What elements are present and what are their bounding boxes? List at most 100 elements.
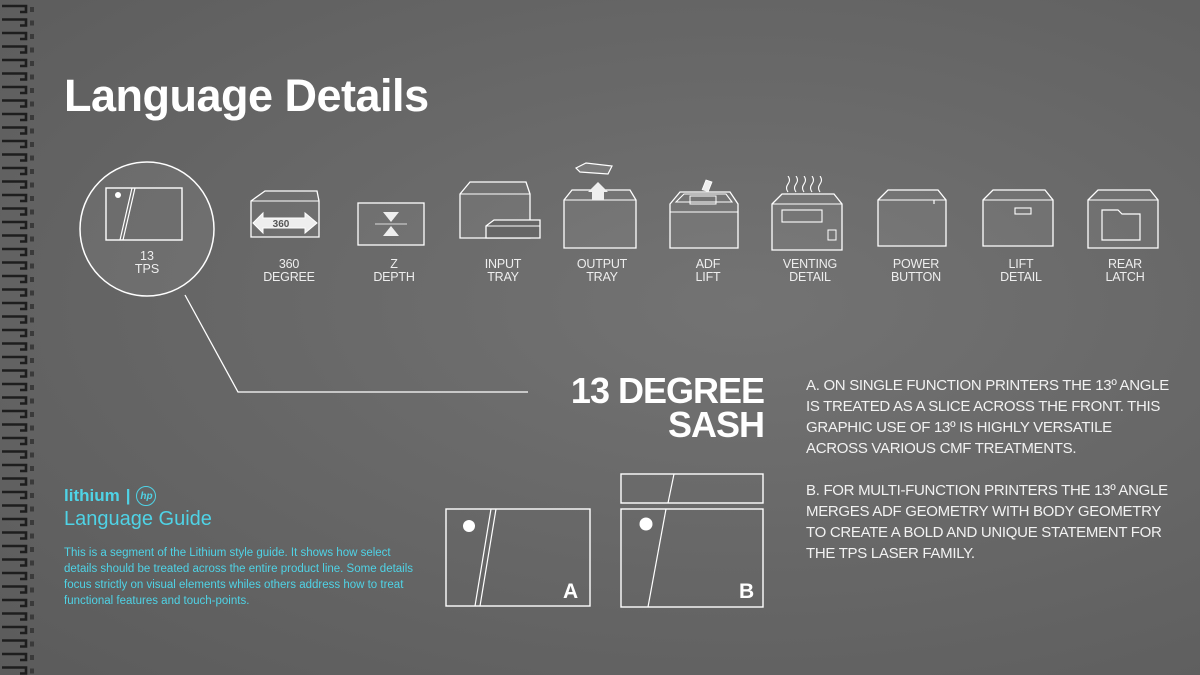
icon-label-360-degree: 360 DEGREE xyxy=(229,258,349,284)
icon-label-input-tray: INPUT TRAY xyxy=(443,258,563,284)
binding-ring xyxy=(2,220,28,230)
label-line: BUTTON xyxy=(891,270,941,284)
binding-ring xyxy=(2,571,28,581)
lift-detail-icon xyxy=(982,189,1054,247)
binding-hole xyxy=(30,655,34,660)
sash-description: A. ON SINGLE FUNCTION PRINTERS THE 13º A… xyxy=(806,375,1176,585)
binding-ring xyxy=(2,558,28,567)
binding-hole xyxy=(30,601,34,606)
tps-label: 13 TPS xyxy=(87,250,207,276)
binding-ring xyxy=(2,423,28,432)
binding-ring xyxy=(2,301,28,311)
tps-label-line1: 13 xyxy=(140,249,154,263)
binding-hole xyxy=(30,331,34,336)
description-a: A. ON SINGLE FUNCTION PRINTERS THE 13º A… xyxy=(806,377,1169,457)
binding-ring xyxy=(2,369,28,378)
label-line: 360 xyxy=(278,257,300,271)
label-line: LATCH xyxy=(1105,270,1145,284)
binding-hole xyxy=(30,142,34,147)
power-button-icon xyxy=(877,189,947,247)
binding-ring xyxy=(2,355,28,365)
binding-hole xyxy=(30,628,34,633)
icon-label-venting-detail: VENTING DETAIL xyxy=(750,258,870,284)
diagram-b-label: B xyxy=(739,580,755,603)
binding-ring xyxy=(2,31,28,41)
binding-hole xyxy=(30,452,34,458)
label-line: LIFT xyxy=(695,270,721,284)
output-tray-icon xyxy=(563,162,637,249)
binding-ring xyxy=(2,612,28,621)
binding-hole xyxy=(30,101,34,107)
icon-label-z-depth: Z DEPTH xyxy=(334,258,454,284)
binding-hole xyxy=(30,263,34,269)
binding-hole xyxy=(30,317,34,323)
label-line: VENTING xyxy=(782,257,838,271)
binding-ring xyxy=(2,531,28,540)
binding-ring xyxy=(2,207,28,216)
description-b: B. FOR MULTI-FUNCTION PRINTERS THE 13º A… xyxy=(806,482,1168,562)
binding-ring xyxy=(2,328,28,338)
binding-ring xyxy=(2,409,28,419)
binding-hole xyxy=(30,277,34,282)
binding-ring xyxy=(2,261,28,270)
binding-hole xyxy=(30,344,34,350)
binding-hole xyxy=(30,479,34,485)
input-tray-icon xyxy=(459,181,541,239)
label-line: POWER xyxy=(892,257,940,271)
binding-hole xyxy=(30,209,34,215)
binding-ring xyxy=(2,504,28,513)
brand-description: This is a segment of the Lithium style g… xyxy=(64,547,414,607)
binding-ring xyxy=(2,126,28,135)
z-depth-icon xyxy=(357,202,425,246)
binding-hole xyxy=(30,250,34,255)
binding-hole xyxy=(30,466,34,471)
binding-hole xyxy=(30,641,34,647)
binding-hole xyxy=(30,398,34,404)
binding-hole xyxy=(30,412,34,417)
binding-hole xyxy=(30,587,34,593)
binding-ring xyxy=(2,58,28,68)
binding-ring xyxy=(2,4,28,14)
tps-circle-icon xyxy=(79,161,215,297)
brand-block: lithium | hp Language Guide xyxy=(64,486,212,531)
brand-name: lithium xyxy=(64,486,120,505)
binding-ring xyxy=(2,450,28,459)
diagram-a-label: A xyxy=(563,580,579,603)
binding-ring xyxy=(2,652,28,662)
binding-hole xyxy=(30,115,34,120)
binding-ring xyxy=(2,45,28,54)
binding-ring xyxy=(2,153,28,162)
binding-hole xyxy=(30,74,34,80)
binding-ring xyxy=(2,342,28,351)
binding-ring xyxy=(2,436,28,446)
binding-ring xyxy=(2,180,28,189)
binding-hole xyxy=(30,182,34,188)
brand-line: lithium | hp xyxy=(64,486,212,506)
binding-ring xyxy=(2,234,28,243)
360-badge-text: 360 xyxy=(273,219,290,230)
binding-hole xyxy=(30,533,34,539)
binding-hole xyxy=(30,520,34,525)
binding-ring xyxy=(2,382,28,392)
binding-ring xyxy=(2,288,28,297)
binding-ring xyxy=(2,463,28,473)
binding-ring xyxy=(2,247,28,257)
binding-hole xyxy=(30,371,34,377)
binding-hole xyxy=(30,560,34,566)
diagram-a xyxy=(445,508,591,607)
binding-hole xyxy=(30,47,34,53)
spiral-binding xyxy=(2,4,34,675)
binding-ring xyxy=(2,85,28,95)
icon-label-lift-detail: LIFT DETAIL xyxy=(961,258,1081,284)
diagram-b xyxy=(620,473,764,608)
brand-subtitle: Language Guide xyxy=(64,508,212,530)
venting-detail-icon xyxy=(771,176,843,251)
binding-hole xyxy=(30,425,34,431)
binding-ring xyxy=(2,139,28,149)
binding-ring xyxy=(2,112,28,122)
binding-ring xyxy=(2,639,28,648)
binding-hole xyxy=(30,223,34,228)
sash-heading-line1: 13 DEGREE xyxy=(570,370,765,411)
label-line: REAR xyxy=(1108,257,1142,271)
binding-ring xyxy=(2,477,28,486)
